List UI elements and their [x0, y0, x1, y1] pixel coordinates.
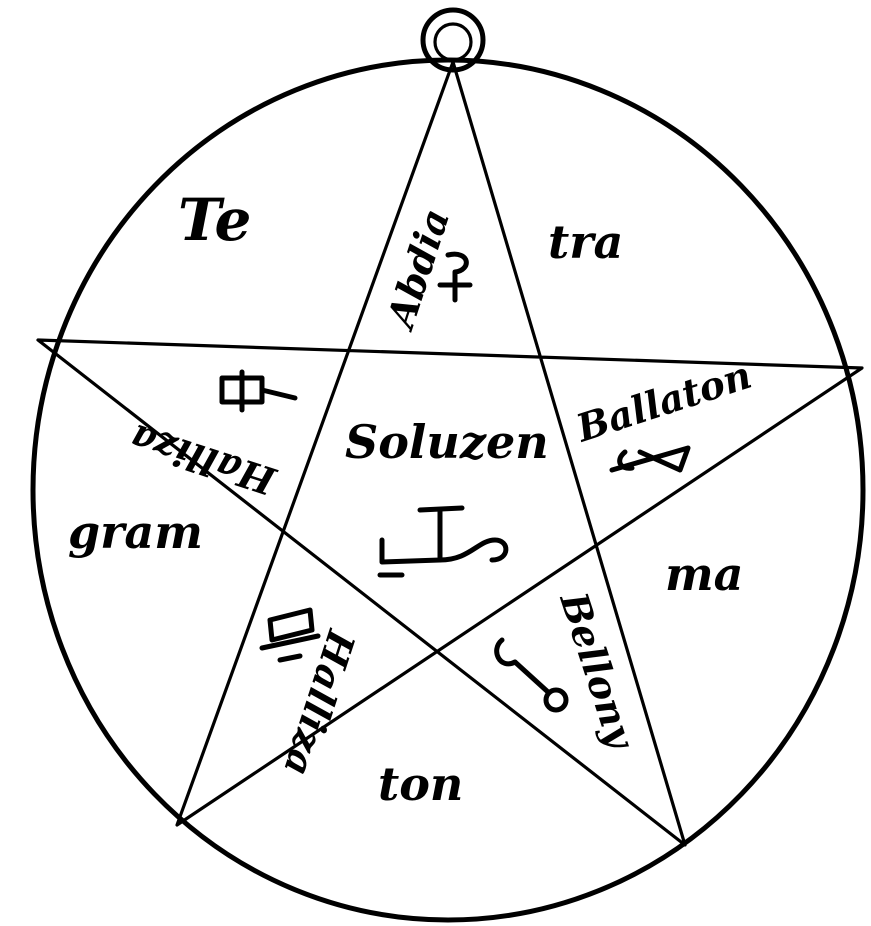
word-point-bottom-right: Bellony: [551, 586, 645, 756]
word-point-right: Ballaton: [570, 352, 757, 451]
word-point-top: Abdia: [377, 203, 458, 335]
word-top-left: Te: [178, 186, 251, 254]
word-point-bottom-left: Halliza: [275, 624, 364, 782]
word-right: ma: [665, 547, 743, 601]
word-point-left: Halliza: [124, 415, 282, 504]
sigil-bottom-right: [497, 640, 566, 710]
word-top-right: tra: [548, 215, 623, 269]
sigil-center: [380, 508, 506, 575]
sigil-left: [222, 372, 295, 410]
sigil-top: [440, 254, 470, 300]
sigil-bottom-left: [262, 610, 318, 660]
word-bottom: ton: [378, 757, 463, 811]
word-left: gram: [68, 505, 203, 559]
sigil-right: [612, 448, 688, 470]
word-center: Soluzen: [345, 415, 549, 469]
